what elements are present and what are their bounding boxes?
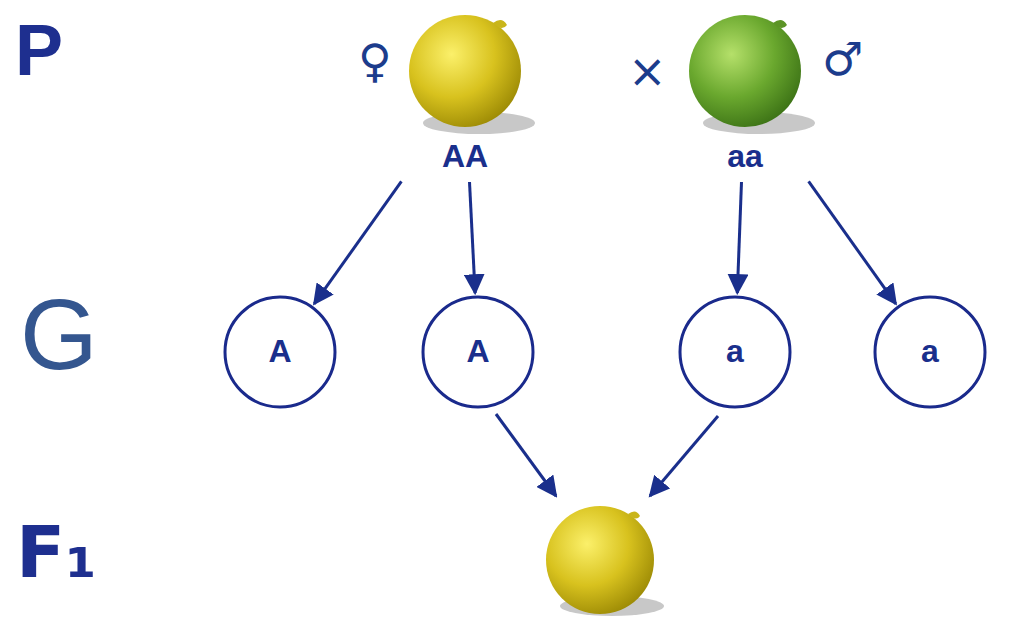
allele-label: a [726, 334, 744, 369]
allele-label: A [466, 334, 489, 369]
pea-nub [493, 20, 507, 28]
inheritance-arrow [737, 182, 741, 293]
pea-picture [675, 5, 815, 145]
cross-symbol: × [628, 48, 667, 94]
pea-picture [395, 5, 535, 145]
pea-body [409, 15, 521, 127]
male-symbol: ♂ [822, 36, 863, 82]
generation-label: F₁ [16, 516, 97, 588]
gamete-circle: a [873, 295, 987, 409]
f1-arrow [650, 416, 718, 496]
female-symbol: ♀ [358, 38, 392, 84]
gamete-circle: A [223, 295, 337, 409]
generation-label: G [20, 284, 98, 384]
inheritance-arrow [314, 181, 401, 304]
genotype-label: aa [675, 139, 815, 174]
inheritance-arrow [470, 182, 476, 293]
inheritance-arrow [809, 181, 896, 304]
gamete-circle: a [678, 295, 792, 409]
pea-nub [773, 20, 787, 28]
pea-body [689, 15, 801, 127]
allele-label: a [921, 334, 939, 369]
gamete-circle: A [421, 295, 535, 409]
genotype-label: AA [395, 139, 535, 174]
f1-pea [546, 506, 654, 614]
f1-arrow [496, 414, 556, 496]
parent-pea: aa [675, 5, 815, 179]
parent-pea: AA [395, 5, 535, 179]
allele-label: A [268, 334, 291, 369]
pea-nub [628, 511, 640, 518]
generation-label: P [15, 14, 63, 86]
